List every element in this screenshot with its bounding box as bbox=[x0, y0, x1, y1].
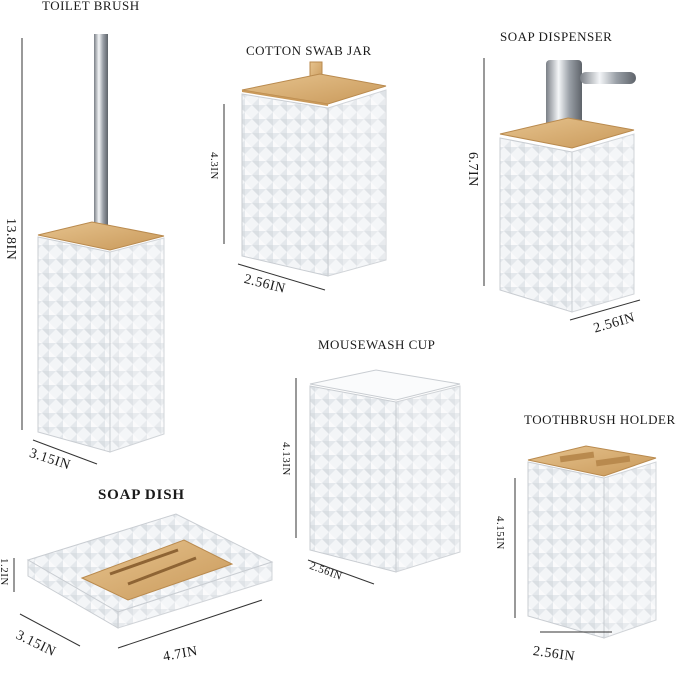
soap-dispenser-lid bbox=[499, 117, 635, 149]
dim-toothbrush-height: 4.15IN bbox=[494, 516, 506, 550]
cotton-swab-jar bbox=[223, 61, 387, 291]
dim-soap-dish-height: 1.2IN bbox=[0, 558, 10, 586]
soap-dish-side bbox=[117, 561, 273, 629]
soap-dish-bamboo-insert bbox=[80, 539, 234, 601]
label-toilet-brush: TOILET BRUSH bbox=[42, 0, 140, 13]
label-mousewash-cup: MOUSEWASH CUP bbox=[318, 337, 436, 352]
mousewash-cup-rim bbox=[309, 369, 461, 401]
soap-dispenser-body-left bbox=[499, 137, 573, 313]
toilet-brush bbox=[21, 34, 165, 465]
soap-dispenser bbox=[483, 58, 641, 321]
label-soap-dish: SOAP DISH bbox=[98, 487, 185, 503]
dim-toilet-brush-height: 13.8IN bbox=[3, 218, 18, 261]
toothbrush-slot-1 bbox=[559, 451, 595, 463]
dim-soap-dispenser-height: 6.7IN bbox=[465, 152, 480, 187]
label-soap-dispenser: SOAP DISPENSER bbox=[500, 29, 613, 44]
mousewash-cup-body-left bbox=[309, 385, 397, 573]
toilet-brush-handle bbox=[94, 34, 108, 234]
label-toothbrush-holder: TOOTHBRUSH HOLDER bbox=[524, 412, 676, 427]
label-cotton-swab-jar: COTTON SWAB JAR bbox=[246, 43, 372, 58]
soap-dispenser-pump-neck bbox=[546, 60, 582, 136]
toilet-brush-body-right bbox=[109, 237, 165, 453]
toothbrush-holder-body-left bbox=[527, 461, 605, 639]
soap-dispenser-body-right bbox=[571, 133, 635, 313]
cotton-swab-body-left bbox=[241, 93, 329, 277]
dim-mousewash-height: 4.13IN bbox=[280, 442, 292, 476]
soap-dispenser-nozzle bbox=[580, 72, 636, 84]
toothbrush-holder bbox=[514, 445, 657, 639]
toothbrush-holder-body-right bbox=[603, 461, 657, 639]
dim-cotton-swab-height: 4.3IN bbox=[208, 152, 220, 180]
soap-dish bbox=[13, 513, 274, 649]
toilet-brush-body-left bbox=[37, 236, 111, 453]
toothbrush-holder-lid bbox=[527, 445, 657, 477]
toothbrush-slot-2 bbox=[595, 455, 631, 467]
toilet-brush-lid bbox=[37, 221, 165, 251]
mousewash-cup-body-right bbox=[395, 385, 461, 573]
cotton-swab-body-right bbox=[327, 89, 387, 277]
mousewash-cup bbox=[295, 369, 461, 585]
